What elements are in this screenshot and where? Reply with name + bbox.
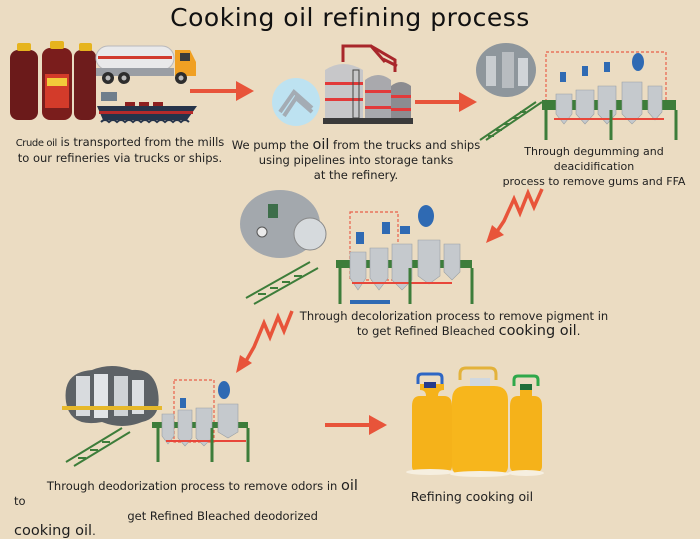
tanker-truck-icon bbox=[95, 45, 196, 84]
zigzag-arrow-icon bbox=[486, 188, 544, 243]
diagram-title: Cooking oil refining process bbox=[170, 3, 530, 32]
refinery-plant-icon bbox=[476, 43, 678, 141]
cooking-oil-bottles-icon bbox=[406, 366, 544, 477]
caption-decolorization: Through decolorization process to remove… bbox=[299, 309, 609, 339]
caption-transport: Crude oil is transported from the mills … bbox=[15, 135, 225, 165]
caption-deodorization: Through deodorization process to remove … bbox=[14, 478, 358, 539]
arrow-right-icon bbox=[415, 92, 477, 112]
refinery-plant-icon bbox=[240, 190, 474, 305]
crude-oil-bottles-icon bbox=[10, 41, 96, 120]
refinery-plant-icon bbox=[62, 366, 250, 467]
caption-final: Refining cooking oil bbox=[410, 489, 534, 504]
storage-tanks-icon bbox=[323, 44, 413, 124]
arrow-right-icon bbox=[325, 415, 387, 435]
zigzag-arrow-icon bbox=[236, 310, 294, 373]
caption-degumming: Through degumming and deacidification pr… bbox=[502, 145, 686, 188]
arrow-right-icon bbox=[190, 81, 254, 101]
pipeline-icon bbox=[272, 78, 320, 126]
cargo-ship-icon bbox=[97, 92, 197, 124]
caption-storage: We pump the oil from the trucks and ship… bbox=[231, 137, 481, 183]
